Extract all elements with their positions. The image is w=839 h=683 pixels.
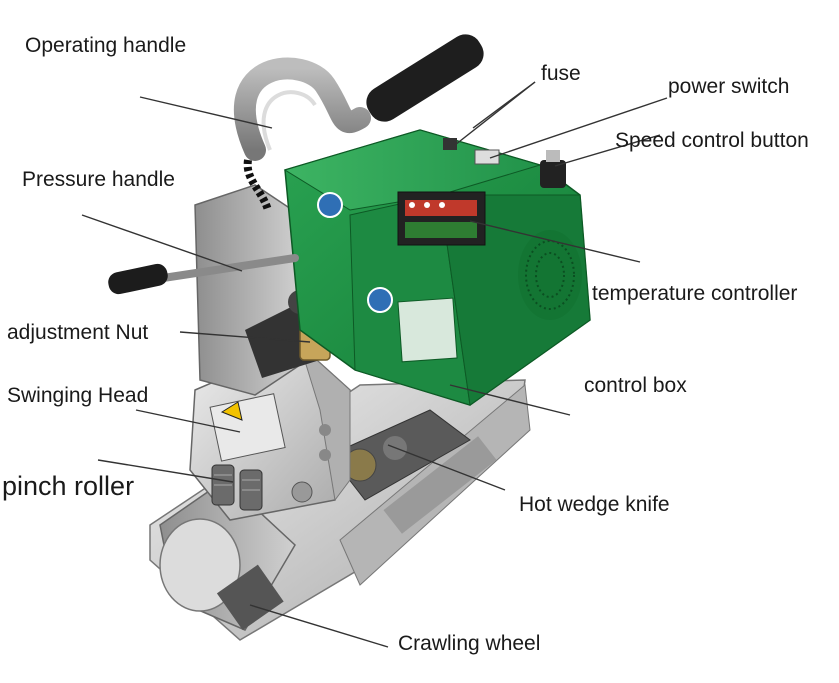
label-power-switch: power switch xyxy=(668,75,790,98)
label-control-box: control box xyxy=(584,374,687,397)
vent-grille xyxy=(518,230,582,320)
leader-hot-wedge-knife xyxy=(387,444,506,491)
speed-control-knob xyxy=(540,150,566,188)
leader-power-switch xyxy=(489,97,668,159)
power-switch xyxy=(474,149,500,165)
fuse-holder xyxy=(443,138,457,150)
leader-adjustment-nut xyxy=(179,331,311,343)
crawling-wheel xyxy=(159,479,296,631)
leader-lines xyxy=(81,81,668,648)
label-hot-wedge-knife: Hot wedge knife xyxy=(519,493,670,516)
leader-temperature-controller xyxy=(469,220,641,263)
label-temperature-controller: temperature controller xyxy=(592,282,798,305)
label-pinch-roller: pinch roller xyxy=(2,471,135,501)
label-fuse: fuse xyxy=(541,62,581,85)
leader-crawling-wheel xyxy=(249,604,389,648)
label-pressure-handle: Pressure handle xyxy=(22,168,175,191)
label-adjustment-nut: adjustment Nut xyxy=(7,321,149,344)
leader-swinging-head xyxy=(135,409,241,433)
label-operating-handle: Operating handle xyxy=(25,34,187,57)
leader-operating-handle xyxy=(139,96,273,129)
leader-control-box xyxy=(449,384,571,416)
leader-pressure-handle xyxy=(81,214,243,272)
operating-handle xyxy=(234,34,484,212)
pressure-handle xyxy=(108,254,299,295)
label-swinging-head: Swinging Head xyxy=(7,384,149,407)
temperature-controller-display xyxy=(397,191,486,246)
control-box xyxy=(283,129,591,406)
label-speed-control-button: Speed control button xyxy=(615,129,809,152)
leader-speed-control xyxy=(554,134,661,167)
pinch-roller xyxy=(211,464,263,511)
label-crawling-wheel: Crawling wheel xyxy=(398,632,541,655)
hot-wedge-knife xyxy=(329,409,471,501)
leader-fuse-2 xyxy=(472,81,536,129)
leader-pinch-roller xyxy=(97,459,234,483)
